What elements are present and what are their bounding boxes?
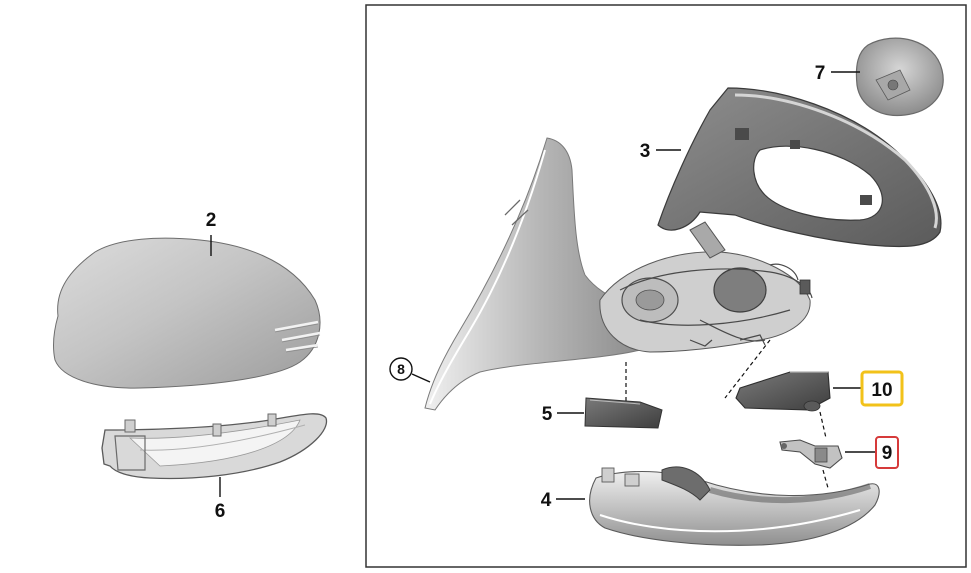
part-9-label: 9 — [882, 443, 893, 464]
part-10-label: 10 — [871, 380, 892, 401]
part-2-mirror-cap — [53, 237, 321, 389]
assembly-line-10 — [724, 339, 771, 399]
part-5-cover — [584, 397, 663, 429]
part-9-bracket — [779, 439, 843, 469]
part-6-turn-signal — [101, 413, 328, 480]
part-8-leader — [411, 373, 431, 383]
part-3-housing-frame — [657, 87, 942, 248]
part-6-label: 6 — [215, 501, 226, 522]
part-7-mirror-glass — [855, 37, 944, 117]
motor-wiring-assembly — [599, 221, 813, 353]
part-5-label: 5 — [542, 404, 553, 425]
part-4-lower-housing — [589, 466, 880, 546]
part-10-highlight-box — [860, 370, 904, 407]
part-10-control-unit — [735, 371, 831, 412]
assembly-line-4 — [822, 469, 829, 489]
part-2-label: 2 — [206, 210, 217, 231]
mirror-base-arm — [424, 137, 648, 411]
part-9-highlight-box — [875, 436, 899, 469]
part-3-label: 3 — [640, 141, 651, 162]
part-8-label: 8 — [397, 361, 405, 377]
part-4-label: 4 — [541, 490, 552, 511]
part-8-circle — [389, 357, 413, 381]
assembly-line-9 — [819, 411, 827, 439]
part-7-label: 7 — [815, 63, 826, 84]
